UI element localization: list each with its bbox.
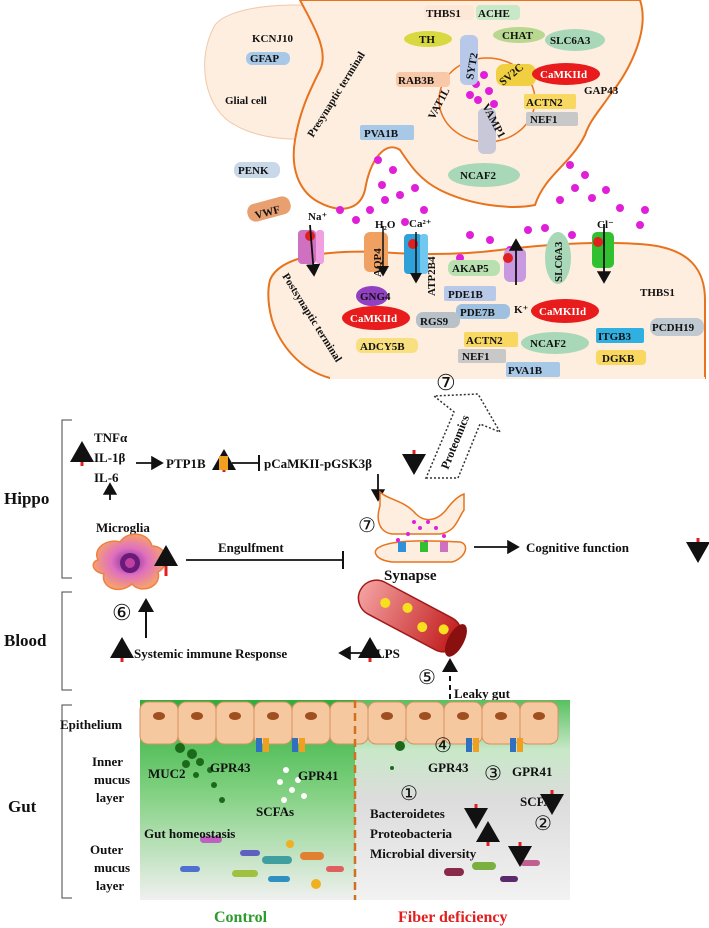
extra-penk: PENK [238,165,269,177]
hippo-il1b: IL-1β [94,450,126,465]
post-aqp4: AQP4 [372,248,384,277]
pre-thbs1: THBS1 [426,8,461,20]
pre-rab3b: RAB3B [398,75,435,87]
post-camk2d-b: CaMKIId [539,306,586,318]
post-rgs9: RGS9 [420,316,449,328]
step-1: ① [400,783,418,805]
pre-chat: CHAT [502,30,534,42]
gut-inner-3: layer [96,790,124,805]
gut-receptors [256,738,523,752]
gut-gpr43-a: GPR43 [210,760,251,775]
pre-actn2: ACTN2 [526,97,563,109]
pre-slc6a3: SLC6A3 [550,35,591,47]
gut-diversity: Microbial diversity [370,846,477,861]
post-pva1b: PVA1B [508,365,543,377]
pre-pva1b: PVA1B [364,128,399,140]
hippo-cognitive: Cognitive function [526,540,630,555]
ion-na: Na⁺ [308,211,327,223]
ion-h2o: H₂O [375,219,396,231]
postsynaptic-proteins: AKAP5 PDE1B PDE7B CaMKIId CaMKIId RGS9 T… [342,260,704,377]
post-actn2: ACTN2 [466,335,503,347]
section-hippo: Hippo [4,489,49,508]
gut-bacteroidetes: Bacteroidetes [370,806,445,821]
section-gut: Gut [8,797,37,816]
glia-gfap: GFAP [250,53,279,65]
ion-channels: Na⁺ AQP4 H₂O Ca²⁺ ATP2B4 GNG4 K⁺ SLC6A3 … [298,211,614,316]
gut-gpr41-b: GPR41 [512,764,552,779]
group-control: Control [214,909,268,926]
blood-panel: ⑥ Systemic immune Response LPS ⑤ Leaky g… [110,579,511,708]
presynaptic-proteins: THBS1 ACHE TH CHAT SLC6A3 SYT2 SV2C CaMK… [360,5,619,187]
gut-inner-1: Inner [92,754,123,769]
pre-ache: ACHE [478,8,510,20]
pre-syt2: SYT2 [464,51,481,80]
blood-lps: LPS [376,646,400,661]
post-pcdh19: PCDH19 [652,322,695,334]
pre-th: TH [419,34,435,46]
gut-outer-2: mucus [94,860,130,875]
post-pde1b: PDE1B [448,289,484,301]
pre-camk2d: CaMKIId [540,69,587,81]
blood-immune: Systemic immune Response [134,646,287,661]
post-dgkb: DGKB [602,353,635,365]
blood-leaky: Leaky gut [454,686,511,701]
post-gng4: GNG4 [360,291,391,303]
glia-kcnj10: KCNJ10 [252,33,293,45]
step-3: ③ [484,763,502,785]
gut-gpr41-a: GPR41 [298,768,338,783]
pre-gap43: GAP43 [584,85,619,97]
gut-proteobacteria: Proteobacteria [370,826,453,841]
section-brackets [61,419,72,899]
step-2: ② [534,813,552,835]
hippo-pathway: pCaMKII-pGSK3β [264,456,372,471]
post-pde7b: PDE7B [460,307,496,319]
gut-inner-2: mucus [94,772,130,787]
section-blood: Blood [4,631,47,650]
glial-cell-label: Glial cell [225,95,267,107]
post-nef1: NEF1 [462,351,490,363]
post-akap5: AKAP5 [452,263,489,275]
synapse-icon [374,490,467,563]
gut-muc2: MUC2 [148,766,186,781]
hippo-microglia: Microglia [96,520,150,535]
post-atp2b4: ATP2B4 [426,256,438,296]
post-itgb3: ITGB3 [598,331,632,343]
group-fiber: Fiber deficiency [398,909,507,926]
gut-panel: Epithelium Inner mucus layer Outer mucus… [60,700,570,900]
epithelial-cells [139,701,559,745]
post-adcy5b: ADCY5B [360,341,405,353]
synapse-panel: GFAP KCNJ10 Glial cell Presynaptic termi… [204,0,706,379]
post-slc6a3: SLC6A3 [553,241,565,282]
gut-scfas-a: SCFAs [256,804,294,819]
step-6: ⑥ [112,600,132,625]
bacteria [180,836,540,889]
ion-ca: Ca²⁺ [409,218,432,230]
step-5: ⑤ [418,667,436,689]
gut-gpr43-b: GPR43 [428,760,469,775]
hippo-synapse: Synapse [384,568,437,584]
post-ncaf2: NCAF2 [530,338,567,350]
post-camk2d-a: CaMKIId [350,313,397,325]
ion-cl: Cl⁻ [597,219,614,231]
pre-nef1: NEF1 [530,114,558,126]
hippo-engulfment: Engulfment [218,540,284,555]
hippo-tnfa: TNFα [94,430,128,445]
step-7: ⑦ [358,515,376,537]
blood-vessel [357,579,467,657]
step-4: ④ [434,735,452,757]
gut-homeostasis: Gut homeostasis [144,826,235,841]
pre-ncaf2: NCAF2 [460,170,497,182]
proteomics-arrow [424,393,502,479]
step-7-top: ⑦ [436,370,456,395]
post-thbs1: THBS1 [640,287,675,299]
gut-outer-1: Outer [90,842,123,857]
gut-outer-3: layer [96,878,124,893]
gut-epithelium: Epithelium [60,717,122,732]
hippo-il6: IL-6 [94,470,119,485]
hippo-panel: TNFα IL-1β IL-6 PTP1B pCaMKII-pGSK3β Pro… [70,370,709,591]
ion-k: K⁺ [514,304,529,316]
hippo-ptp1b: PTP1B [166,456,206,471]
